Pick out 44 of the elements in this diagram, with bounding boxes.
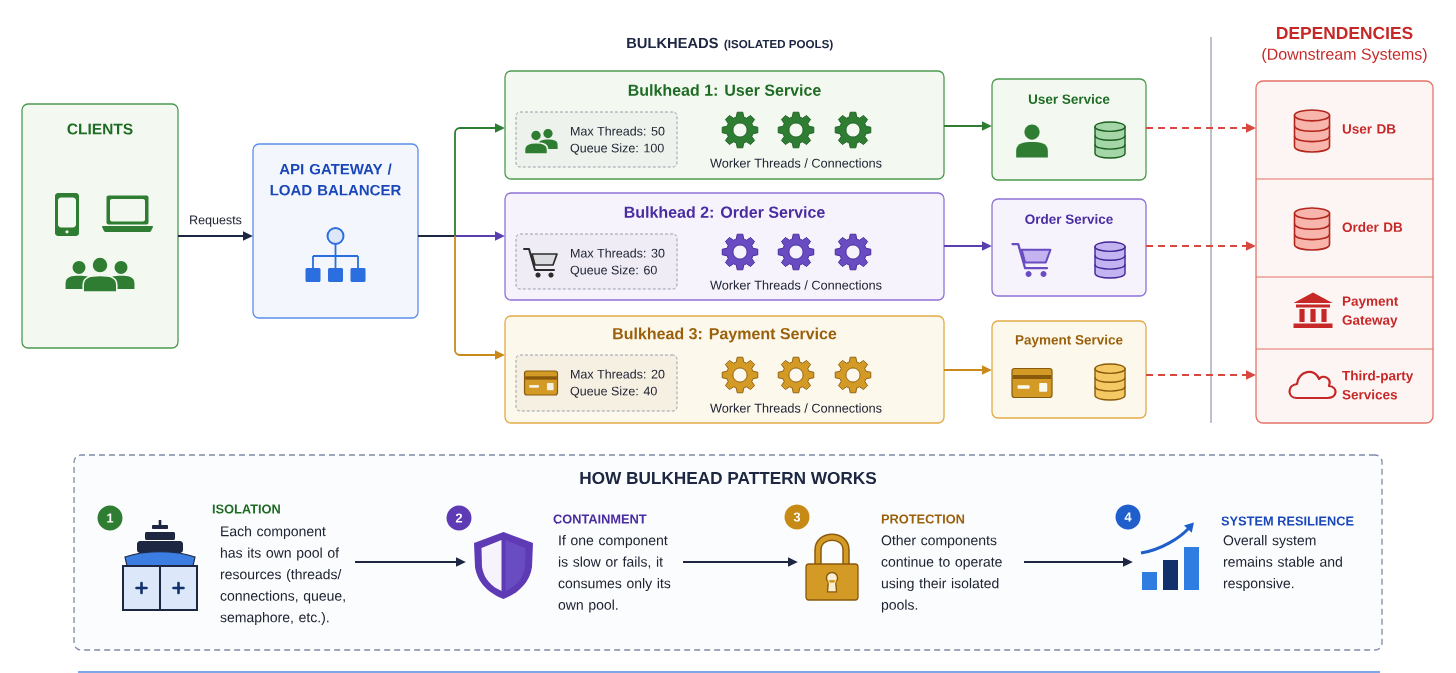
panel-title: CLIENTS [67,123,133,135]
node-label: Worker Threads / Connections [710,158,882,168]
step-description: Each component has its own pool of resources (threads/ connections, queue, semaphore, etc.). [220,526,345,626]
pool-setting: Max Threads: 30 [571,248,665,258]
cell-label: Order DB [1342,222,1403,232]
panel-title: User Service [1028,94,1110,104]
panel-title: Bulkhead 2: Order Service [624,206,825,218]
section-title: BULKHEADS [627,37,718,49]
pool-setting: Queue Size: 100 [570,143,664,155]
node-label: Worker Threads / Connections [710,403,882,413]
line [417,235,456,237]
pool-setting: Max Threads: 20 [571,369,665,379]
shield-icon [474,532,533,599]
pool-setting: Queue Size: 40 [570,386,657,398]
panel-title: Order Service [1025,214,1113,224]
number-badge: 2 [446,505,472,531]
step-heading: CONTAINMENT [553,514,647,524]
panel-title: API GATEWAY / LOAD BALANCER [270,163,401,196]
step-description: If one component is slow or fails, it consumes only its own pool. [558,535,671,613]
panel-title: Bulkhead 1: User Service [628,84,821,96]
cell-label: Payment Gateway [1342,296,1399,328]
node-label: Worker Threads / Connections [710,280,882,290]
step-heading: ISOLATION [212,504,280,514]
edge-label: Requests [190,215,242,227]
step-description: Overall system remains stable and responsive. [1223,535,1342,592]
number-badge: 3 [784,504,810,530]
step-description: Other components continue to operate using their isolated pools. [881,535,1002,613]
cell-label: User DB [1342,124,1396,134]
cell-label: Third-party Services [1342,370,1414,400]
steps-panel [73,454,1383,651]
panel-title: Payment Service [1015,334,1123,348]
step-heading: SYSTEM RESILIENCE [1221,516,1354,526]
panel-title: DEPENDENCIES [1277,26,1413,40]
panel-subtitle: (Downstream Systems) [1262,48,1427,63]
panel-title: Bulkhead 3: Payment Service [613,327,837,343]
panel-title: HOW BULKHEAD PATTERN WORKS [580,471,877,485]
step-heading: PROTECTION [881,514,965,524]
lock-icon [805,533,859,601]
pool-setting: Queue Size: 60 [570,265,657,277]
section-subtitle: (ISOLATED POOLS) [724,39,833,51]
number-badge: 1 [97,505,123,531]
pool-setting: Max Threads: 50 [571,126,665,136]
ship-icon [122,520,198,611]
number-badge: 4 [1115,504,1141,530]
